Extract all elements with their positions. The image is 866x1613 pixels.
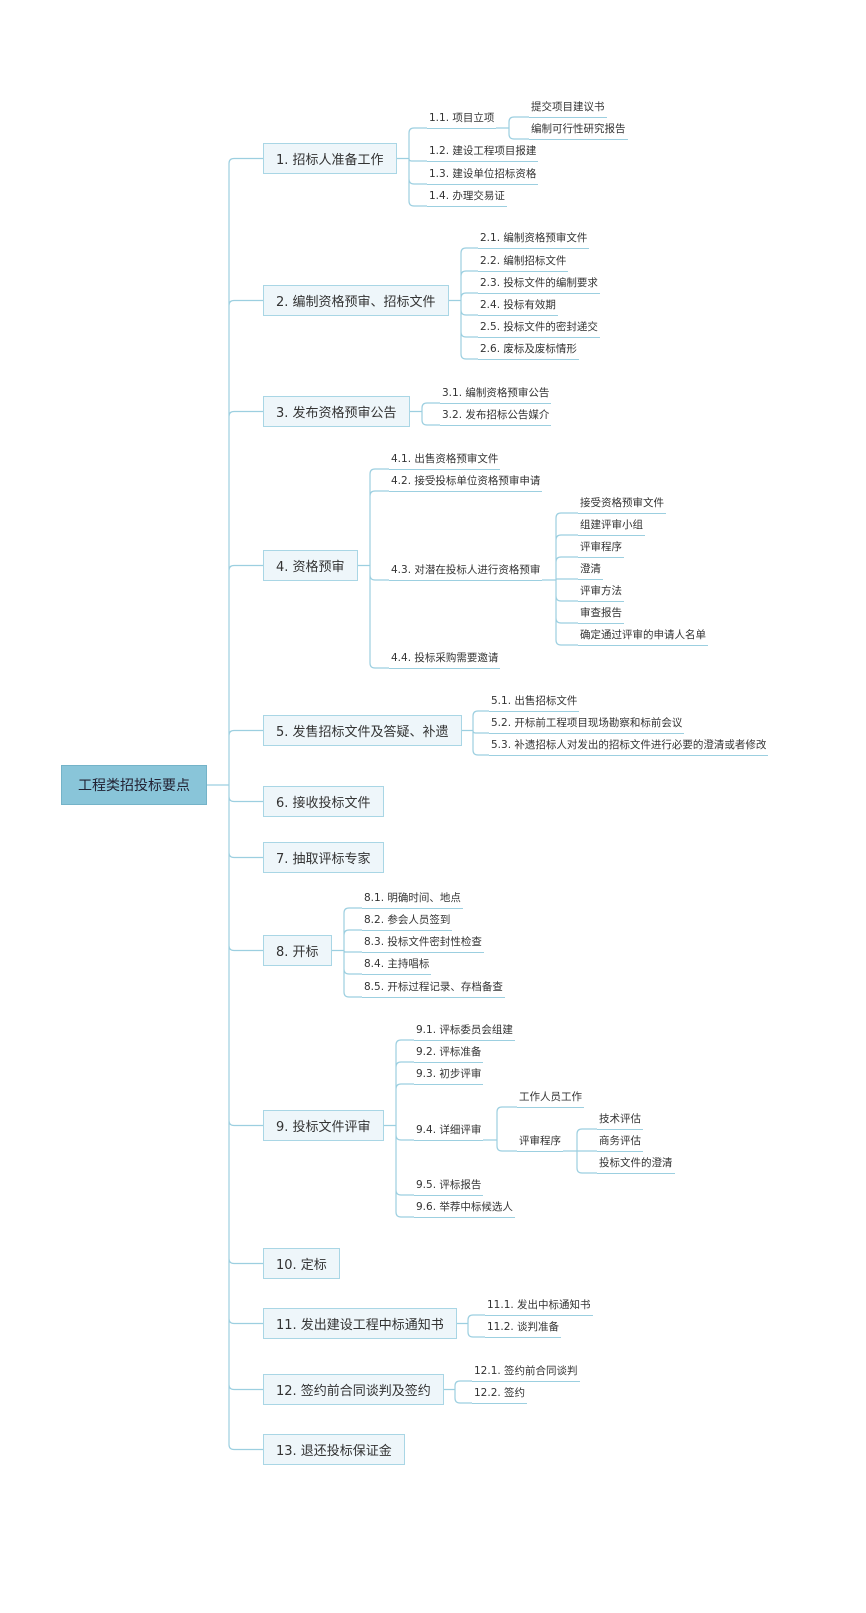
node-4-3-2[interactable]: 组建评审小组 xyxy=(578,517,645,536)
node-2-2[interactable]: 2.2. 编制招标文件 xyxy=(478,253,569,272)
branch-3[interactable]: 3. 发布资格预审公告 xyxy=(263,395,410,427)
root-node[interactable]: 工程类招投标要点 xyxy=(61,765,207,805)
node-1-4[interactable]: 1.4. 办理交易证 xyxy=(427,188,507,207)
connector-branch-12 xyxy=(444,1380,472,1404)
branch-13[interactable]: 13. 退还投标保证金 xyxy=(263,1433,405,1465)
node-3-1[interactable]: 3.1. 编制资格预审公告 xyxy=(440,385,552,404)
connector-branch-9 xyxy=(384,1039,414,1218)
node-9-2[interactable]: 9.2. 评标准备 xyxy=(414,1044,484,1063)
connector-branch-4 xyxy=(358,468,389,669)
node-2-4[interactable]: 2.4. 投标有效期 xyxy=(478,297,558,316)
node-12-2[interactable]: 12.2. 签约 xyxy=(472,1385,528,1404)
node-4-3-7[interactable]: 确定通过评审的申请人名单 xyxy=(578,627,708,646)
branch-6[interactable]: 6. 接收投标文件 xyxy=(263,785,384,817)
node-5-2[interactable]: 5.2. 开标前工程项目现场勘察和标前会议 xyxy=(489,715,685,734)
node-9-4[interactable]: 9.4. 详细评审 xyxy=(414,1122,484,1141)
node-4-3-6[interactable]: 审查报告 xyxy=(578,605,624,624)
node-2-1[interactable]: 2.1. 编制资格预审文件 xyxy=(478,230,590,249)
node-5-1[interactable]: 5.1. 出售招标文件 xyxy=(489,693,580,712)
node-4-4[interactable]: 4.4. 投标采购需要邀请 xyxy=(389,650,501,669)
node-3-2[interactable]: 3.2. 发布招标公告媒介 xyxy=(440,407,552,426)
branch-5[interactable]: 5. 发售招标文件及答疑、补遗 xyxy=(263,714,462,746)
node-9-4-2[interactable]: 评审程序 xyxy=(517,1133,563,1152)
branch-10[interactable]: 10. 定标 xyxy=(263,1247,340,1279)
node-4-2[interactable]: 4.2. 接受投标单位资格预审申请 xyxy=(389,473,543,492)
node-8-4[interactable]: 8.4. 主持唱标 xyxy=(362,956,432,975)
node-9-4-2-1[interactable]: 技术评估 xyxy=(597,1111,643,1130)
node-11-2[interactable]: 11.2. 谈判准备 xyxy=(485,1319,562,1338)
node-1-2[interactable]: 1.2. 建设工程项目报建 xyxy=(427,143,539,162)
connector-branch-8 xyxy=(332,907,362,998)
node-5-3[interactable]: 5.3. 补遗招标人对发出的招标文件进行必要的澄清或者修改 xyxy=(489,737,769,756)
node-1-1-1[interactable]: 提交项目建议书 xyxy=(529,99,607,118)
connector-branch-5 xyxy=(462,710,489,756)
connector-branch-1 xyxy=(397,127,427,207)
node-8-2[interactable]: 8.2. 参会人员签到 xyxy=(362,912,453,931)
node-2-6[interactable]: 2.6. 废标及废标情形 xyxy=(478,341,579,360)
branch-1[interactable]: 1. 招标人准备工作 xyxy=(263,142,397,174)
node-9-1[interactable]: 9.1. 评标委员会组建 xyxy=(414,1022,515,1041)
node-4-3-1[interactable]: 接受资格预审文件 xyxy=(578,495,666,514)
branch-7[interactable]: 7. 抽取评标专家 xyxy=(263,841,384,873)
connector-node-9-4-2 xyxy=(563,1128,597,1174)
node-1-3[interactable]: 1.3. 建设单位招标资格 xyxy=(427,166,539,185)
node-1-1-2[interactable]: 编制可行性研究报告 xyxy=(529,121,628,140)
node-12-1[interactable]: 12.1. 签约前合同谈判 xyxy=(472,1363,580,1382)
node-2-3[interactable]: 2.3. 投标文件的编制要求 xyxy=(478,275,600,294)
connector-node-1-1 xyxy=(496,116,529,140)
branch-8[interactable]: 8. 开标 xyxy=(263,934,332,966)
connector-root-node xyxy=(207,157,263,1451)
branch-9[interactable]: 9. 投标文件评审 xyxy=(263,1109,384,1141)
node-4-3[interactable]: 4.3. 对潜在投标人进行资格预审 xyxy=(389,562,543,581)
branch-4[interactable]: 4. 资格预审 xyxy=(263,549,358,581)
connector-branch-3 xyxy=(410,402,440,426)
branch-2[interactable]: 2. 编制资格预审、招标文件 xyxy=(263,284,449,316)
node-1-1[interactable]: 1.1. 项目立项 xyxy=(427,110,497,129)
connector-node-4-3 xyxy=(542,512,578,646)
connector-branch-2 xyxy=(449,247,478,360)
node-8-3[interactable]: 8.3. 投标文件密封性检查 xyxy=(362,934,484,953)
node-9-3[interactable]: 9.3. 初步评审 xyxy=(414,1066,484,1085)
node-4-3-4[interactable]: 澄清 xyxy=(578,561,603,580)
node-4-1[interactable]: 4.1. 出售资格预审文件 xyxy=(389,451,501,470)
node-9-6[interactable]: 9.6. 举荐中标候选人 xyxy=(414,1199,515,1218)
node-9-4-2-3[interactable]: 投标文件的澄清 xyxy=(597,1155,675,1174)
node-4-3-5[interactable]: 评审方法 xyxy=(578,583,624,602)
node-9-4-1[interactable]: 工作人员工作 xyxy=(517,1089,584,1108)
connector-branch-11 xyxy=(457,1314,485,1338)
node-4-3-3[interactable]: 评审程序 xyxy=(578,539,624,558)
connector-node-9-4 xyxy=(483,1106,517,1152)
node-9-4-2-2[interactable]: 商务评估 xyxy=(597,1133,643,1152)
node-2-5[interactable]: 2.5. 投标文件的密封递交 xyxy=(478,319,600,338)
node-8-1[interactable]: 8.1. 明确时间、地点 xyxy=(362,890,463,909)
node-11-1[interactable]: 11.1. 发出中标通知书 xyxy=(485,1297,593,1316)
branch-12[interactable]: 12. 签约前合同谈判及签约 xyxy=(263,1373,444,1405)
node-9-5[interactable]: 9.5. 评标报告 xyxy=(414,1177,484,1196)
branch-11[interactable]: 11. 发出建设工程中标通知书 xyxy=(263,1307,457,1339)
node-8-5[interactable]: 8.5. 开标过程记录、存档备查 xyxy=(362,979,505,998)
